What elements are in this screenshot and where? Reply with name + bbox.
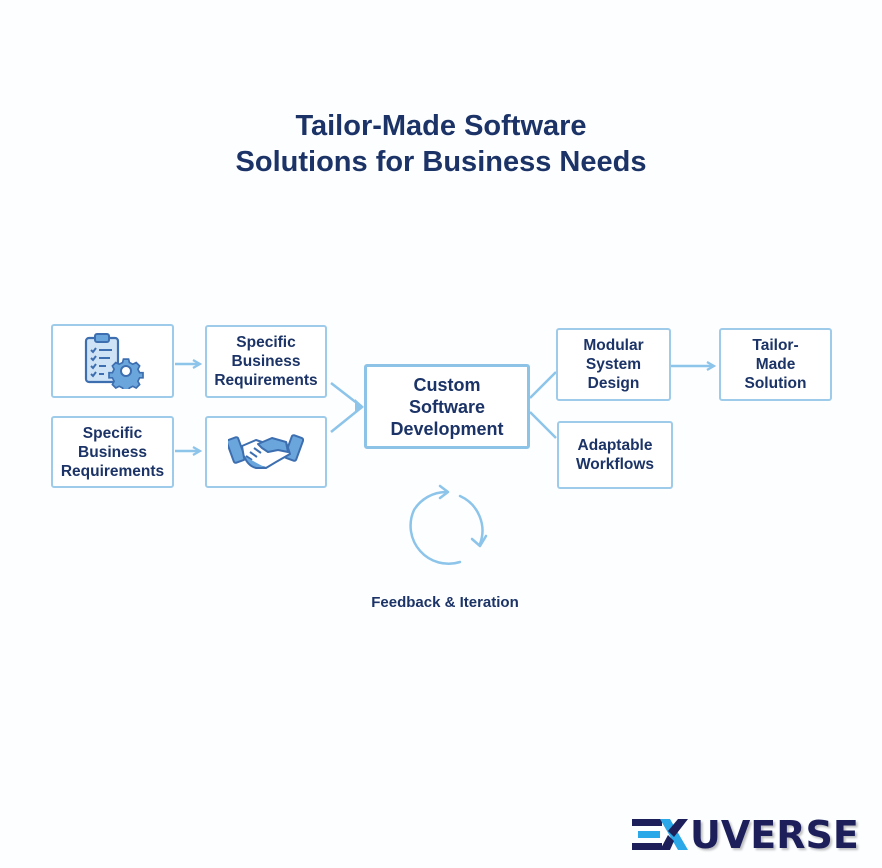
connector-custom-dev-to-adaptable [529, 411, 557, 439]
node-modular: Modular System Design [556, 328, 671, 401]
node-requirements-bottom-label: Specific Business Requirements [60, 424, 165, 480]
node-requirements-top: Specific Business Requirements [205, 325, 327, 398]
node-handshake [205, 416, 327, 488]
page-title: Tailor-Made Software Solutions for Busin… [0, 108, 882, 180]
logo-text: UVERSE [690, 813, 859, 857]
cycle-arrows-icon [409, 484, 488, 565]
clipboard-gear-icon [84, 333, 144, 389]
node-solution: Tailor- Made Solution [719, 328, 832, 401]
node-solution-label: Tailor- Made Solution [744, 337, 807, 392]
node-requirements-top-label: Specific Business Requirements [214, 334, 318, 389]
arrow-head-custom-dev [355, 399, 364, 413]
node-checklist [51, 324, 174, 398]
title-line-2: Solutions for Business Needs [235, 146, 647, 178]
handshake-icon [228, 434, 304, 469]
connector-custom-dev-to-modular [529, 371, 557, 399]
brand-logo: UVERSE [630, 810, 859, 860]
exu-mark-icon [632, 819, 688, 850]
node-custom-dev: Custom Software Development [364, 364, 530, 449]
node-custom-dev-label: Custom Software Development [390, 374, 504, 439]
node-modular-label: Modular System Design [583, 337, 644, 392]
node-adaptable: Adaptable Workflows [557, 421, 673, 489]
node-requirements-bottom: Specific Business Requirements [51, 416, 174, 488]
title-line-1: Tailor-Made Software [295, 110, 587, 142]
node-adaptable-label: Adaptable Workflows [575, 437, 655, 473]
feedback-label: Feedback & Iteration [371, 594, 519, 611]
